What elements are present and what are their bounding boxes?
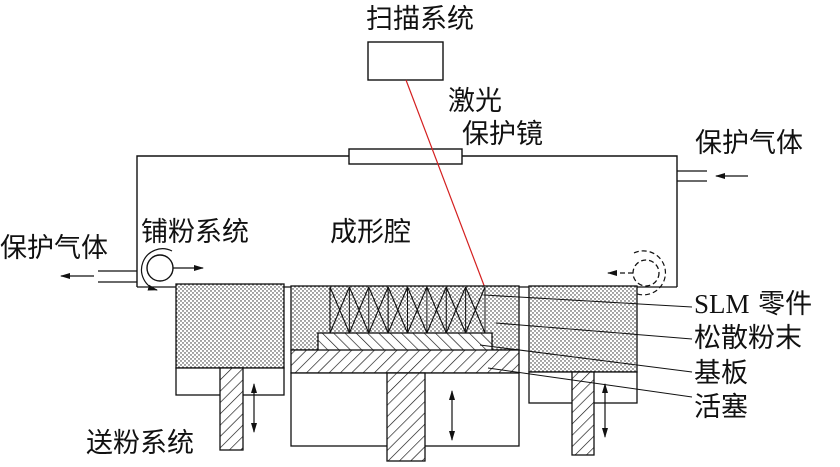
build-platform xyxy=(290,285,520,462)
recoater-roller-right xyxy=(607,250,666,296)
part-crosshatch xyxy=(329,286,486,334)
label-build-chamber: 成形腔 xyxy=(330,217,411,248)
label-substrate: 基板 xyxy=(694,358,748,389)
label-slm-suffix: 零件 xyxy=(758,289,813,320)
label-loose-powder: 松散粉末 xyxy=(694,323,802,354)
leader-slm-part xyxy=(483,294,693,308)
build-piston xyxy=(386,372,426,462)
piston-plate xyxy=(290,349,520,374)
protective-lens xyxy=(348,148,463,165)
label-scan-system: 扫描系统 xyxy=(366,4,474,35)
powder-feed-bin xyxy=(175,283,285,451)
label-slm-part: SLM 零件 xyxy=(694,289,813,320)
label-recoater-system: 铺粉系统 xyxy=(141,217,249,248)
label-shield-gas-in: 保护气体 xyxy=(695,128,803,159)
label-shield-gas-out: 保护气体 xyxy=(0,233,108,264)
label-protective-lens: 保护镜 xyxy=(462,119,543,150)
leader-piston xyxy=(487,367,693,398)
overflow-bin xyxy=(528,285,638,456)
substrate xyxy=(317,332,493,352)
scan-system-box xyxy=(367,41,444,81)
label-slm-prefix: SLM xyxy=(694,289,750,319)
gas-outlet-left xyxy=(60,270,137,283)
feed-piston xyxy=(219,367,244,451)
label-powder-feed-system: 送粉系统 xyxy=(86,428,194,459)
leader-loose-powder xyxy=(495,322,693,340)
label-piston: 活塞 xyxy=(694,392,748,423)
laser-beam xyxy=(405,79,486,289)
label-laser: 激光 xyxy=(448,86,502,117)
leader-substrate xyxy=(479,344,693,373)
recoater-roller-left xyxy=(140,248,204,291)
gas-inlet-right xyxy=(677,170,748,182)
overflow-piston xyxy=(571,371,595,456)
